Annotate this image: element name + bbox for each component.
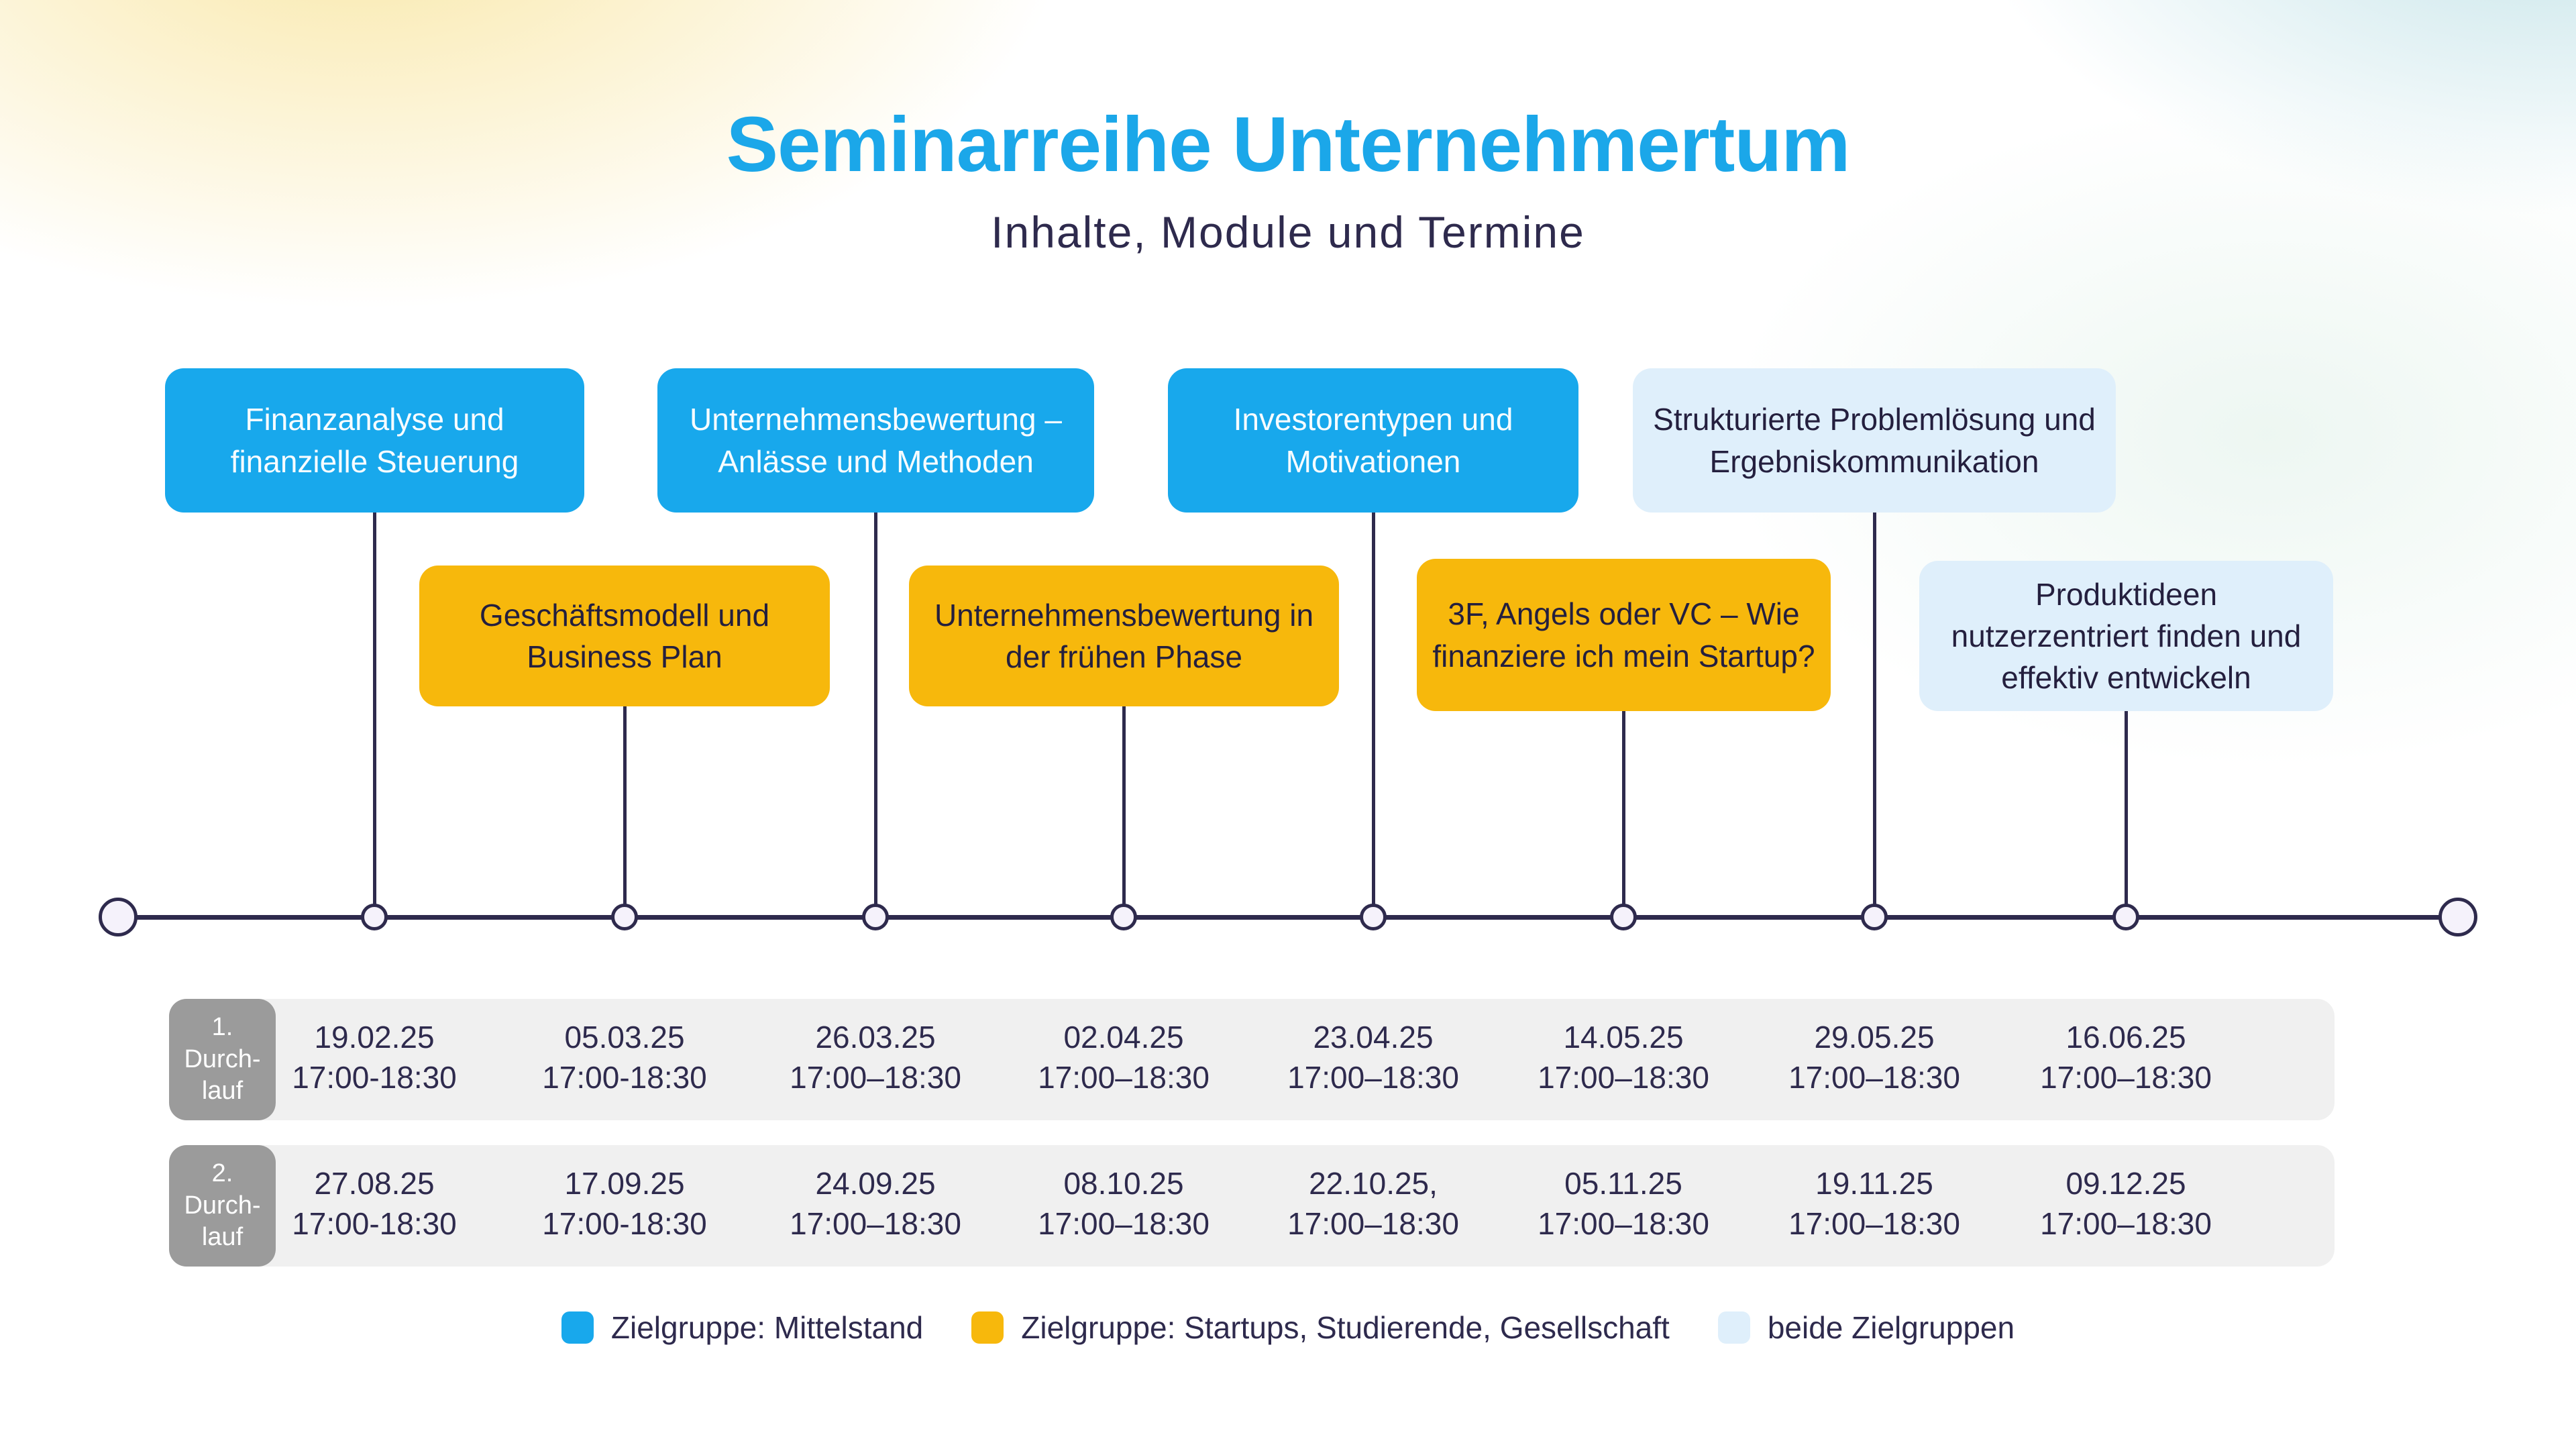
session-cell: 05.03.25 17:00-18:30 bbox=[490, 1018, 759, 1098]
schedule-row-run2: 2. Durch- lauf 27.08.25 17:00-18:30 17.0… bbox=[169, 1145, 2334, 1267]
session-cell: 29.05.25 17:00–18:30 bbox=[1740, 1018, 2008, 1098]
session-cell: 24.09.25 17:00–18:30 bbox=[741, 1164, 1010, 1244]
session-time: 17:00–18:30 bbox=[790, 1059, 961, 1095]
session-time: 17:00–18:30 bbox=[790, 1205, 961, 1241]
session-date: 19.02.25 bbox=[314, 1020, 435, 1055]
session-date: 23.04.25 bbox=[1313, 1020, 1434, 1055]
session-time: 17:00–18:30 bbox=[1538, 1059, 1709, 1095]
session-date: 22.10.25, bbox=[1309, 1166, 1438, 1201]
module-box-produktideen: Produktideen nutzerzentriert finden und … bbox=[1919, 561, 2333, 711]
session-cell: 22.10.25, 17:00–18:30 bbox=[1239, 1164, 1507, 1244]
session-date: 16.06.25 bbox=[2065, 1020, 2186, 1055]
session-cell: 14.05.25 17:00–18:30 bbox=[1489, 1018, 1758, 1098]
session-time: 17:00–18:30 bbox=[1287, 1059, 1459, 1095]
session-time: 17:00–18:30 bbox=[1038, 1059, 1210, 1095]
session-date: 19.11.25 bbox=[1815, 1166, 1933, 1201]
connector-line bbox=[1873, 513, 1876, 917]
legend-label: Zielgruppe: Startups, Studierende, Gesel… bbox=[1021, 1310, 1670, 1345]
session-time: 17:00-18:30 bbox=[542, 1059, 707, 1095]
module-label: Investorentypen und Motivationen bbox=[1233, 402, 1513, 479]
session-date: 09.12.25 bbox=[2065, 1166, 2186, 1201]
session-date: 05.03.25 bbox=[564, 1020, 685, 1055]
module-label: Finanzanalyse und finanzielle Steuerung bbox=[230, 402, 519, 479]
legend-swatch-blue bbox=[561, 1311, 594, 1344]
legend-label: beide Zielgruppen bbox=[1767, 1310, 2015, 1345]
session-date: 02.04.25 bbox=[1063, 1020, 1184, 1055]
connector-line bbox=[874, 513, 877, 917]
session-cell: 17.09.25 17:00-18:30 bbox=[490, 1164, 759, 1244]
page-subtitle: Inhalte, Module und Termine bbox=[991, 207, 1585, 257]
connector-line bbox=[1122, 706, 1126, 917]
module-label: Produktideen nutzerzentriert finden und … bbox=[1951, 576, 2302, 696]
module-box-finanzanalyse: Finanzanalyse und finanzielle Steuerung bbox=[165, 368, 584, 513]
session-date: 24.09.25 bbox=[815, 1166, 936, 1201]
timeline-node bbox=[611, 904, 638, 930]
session-time: 17:00–18:30 bbox=[1788, 1205, 1960, 1241]
module-box-finanzierung-startup: 3F, Angels oder VC – Wie finanziere ich … bbox=[1417, 559, 1831, 711]
timeline-node bbox=[1861, 904, 1888, 930]
session-date: 26.03.25 bbox=[815, 1020, 936, 1055]
session-date: 05.11.25 bbox=[1564, 1166, 1682, 1201]
module-box-unternehmensbewertung-phase: Unternehmensbewertung in der frühen Phas… bbox=[909, 566, 1339, 706]
legend-label: Zielgruppe: Mittelstand bbox=[610, 1310, 924, 1345]
session-cell: 26.03.25 17:00–18:30 bbox=[741, 1018, 1010, 1098]
legend-swatch-lightblue bbox=[1717, 1311, 1750, 1344]
module-box-geschaeftsmodell: Geschäftsmodell und Business Plan bbox=[419, 566, 830, 706]
session-date: 14.05.25 bbox=[1563, 1020, 1684, 1055]
session-cell: 23.04.25 17:00–18:30 bbox=[1239, 1018, 1507, 1098]
session-time: 17:00–18:30 bbox=[1287, 1205, 1459, 1241]
connector-line bbox=[623, 706, 627, 917]
session-time: 17:00–18:30 bbox=[2040, 1205, 2212, 1241]
session-time: 17:00-18:30 bbox=[292, 1205, 457, 1241]
session-time: 17:00–18:30 bbox=[1038, 1205, 1210, 1241]
session-cell: 02.04.25 17:00–18:30 bbox=[989, 1018, 1258, 1098]
timeline-start-circle bbox=[99, 898, 138, 936]
timeline-axis bbox=[118, 915, 2458, 920]
session-date: 08.10.25 bbox=[1063, 1166, 1184, 1201]
session-cell: 08.10.25 17:00–18:30 bbox=[989, 1164, 1258, 1244]
timeline-node bbox=[361, 904, 388, 930]
module-box-investorentypen: Investorentypen und Motivationen bbox=[1168, 368, 1578, 513]
timeline-node bbox=[862, 904, 889, 930]
timeline-end-circle bbox=[2438, 898, 2477, 936]
connector-line bbox=[1622, 711, 1625, 917]
session-time: 17:00-18:30 bbox=[292, 1059, 457, 1095]
session-time: 17:00–18:30 bbox=[2040, 1059, 2212, 1095]
page-title: Seminarreihe Unternehmertum bbox=[726, 101, 1851, 188]
legend-item-startups: Zielgruppe: Startups, Studierende, Gesel… bbox=[971, 1309, 1670, 1346]
session-time: 17:00–18:30 bbox=[1538, 1205, 1709, 1241]
session-date: 17.09.25 bbox=[564, 1166, 685, 1201]
module-box-problemloesung: Strukturierte Problemlösung und Ergebnis… bbox=[1633, 368, 2116, 513]
run2-label: 2. Durch- lauf bbox=[169, 1145, 276, 1267]
session-cell: 09.12.25 17:00–18:30 bbox=[1992, 1164, 2260, 1244]
session-cell: 16.06.25 17:00–18:30 bbox=[1992, 1018, 2260, 1098]
connector-line bbox=[1372, 513, 1375, 917]
session-cell: 19.02.25 17:00-18:30 bbox=[240, 1018, 508, 1098]
session-time: 17:00-18:30 bbox=[542, 1205, 707, 1241]
timeline-node bbox=[1360, 904, 1387, 930]
session-date: 27.08.25 bbox=[314, 1166, 435, 1201]
session-date: 29.05.25 bbox=[1814, 1020, 1935, 1055]
legend-item-mittelstand: Zielgruppe: Mittelstand bbox=[561, 1309, 923, 1346]
session-cell: 27.08.25 17:00-18:30 bbox=[240, 1164, 508, 1244]
legend-item-beide: beide Zielgruppen bbox=[1717, 1309, 2015, 1346]
module-label: 3F, Angels oder VC – Wie finanziere ich … bbox=[1432, 596, 1815, 674]
module-label: Unternehmensbewertung in der frühen Phas… bbox=[934, 597, 1314, 674]
session-time: 17:00–18:30 bbox=[1788, 1059, 1960, 1095]
module-label: Strukturierte Problemlösung und Ergebnis… bbox=[1653, 402, 2096, 479]
connector-line bbox=[2125, 711, 2128, 917]
timeline-node bbox=[2112, 904, 2139, 930]
run1-label: 1. Durch- lauf bbox=[169, 999, 276, 1120]
timeline-node bbox=[1610, 904, 1637, 930]
session-cell: 19.11.25 17:00–18:30 bbox=[1740, 1164, 2008, 1244]
legend: Zielgruppe: Mittelstand Zielgruppe: Star… bbox=[0, 1309, 2576, 1346]
legend-swatch-yellow bbox=[971, 1311, 1004, 1344]
schedule-row-run1: 1. Durch- lauf 19.02.25 17:00-18:30 05.0… bbox=[169, 999, 2334, 1120]
module-box-unternehmensbewertung-anlaesse: Unternehmensbewertung – Anlässe und Meth… bbox=[657, 368, 1094, 513]
connector-line bbox=[373, 513, 376, 917]
session-cell: 05.11.25 17:00–18:30 bbox=[1489, 1164, 1758, 1244]
timeline-node bbox=[1110, 904, 1137, 930]
module-label: Geschäftsmodell und Business Plan bbox=[479, 597, 770, 674]
module-label: Unternehmensbewertung – Anlässe und Meth… bbox=[690, 402, 1062, 479]
